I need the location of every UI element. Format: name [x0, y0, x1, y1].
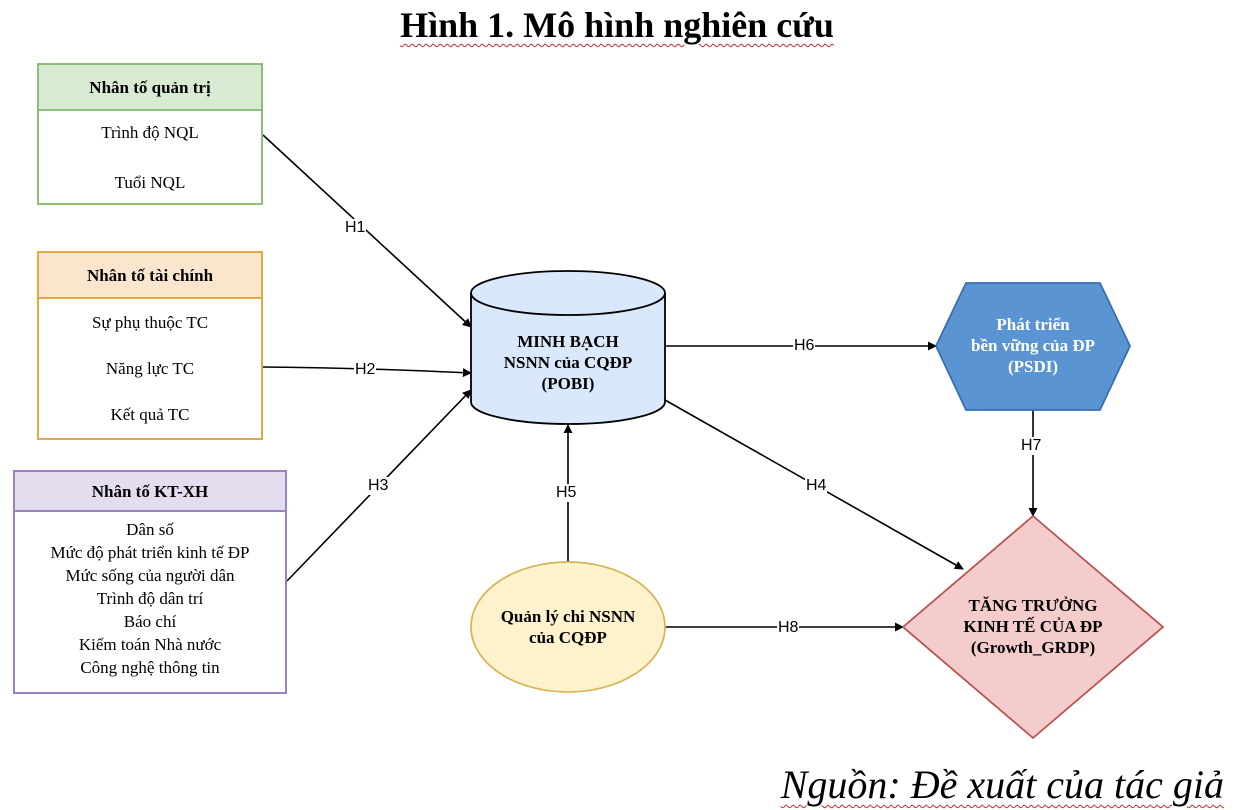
psdi-hexagon [935, 282, 1131, 411]
edge-label-h7: H7 [1020, 437, 1043, 455]
growth-diamond [901, 514, 1165, 740]
edge-label-h8: H8 [777, 619, 800, 637]
factor-item: Trình độ dân trí [96, 589, 204, 608]
pobi-label: MINH BẠCH NSNN của CQĐP (POBI) [503, 332, 633, 393]
box-governance-factors: Nhân tố quản trị Trình độ NQL Tuổi NQL [37, 63, 263, 205]
box-financial-factors: Nhân tố tài chính Sự phụ thuộc TC Năng l… [37, 251, 263, 440]
quanly-label: Quản lý chi NSNN của CQĐP [500, 607, 636, 647]
factor-item: Trình độ NQL [101, 123, 199, 142]
edge-label-h2: H2 [354, 361, 377, 379]
box-header: Nhân tố KT-XH [15, 472, 285, 512]
quanly-ellipse [470, 561, 666, 693]
factor-item: Sự phụ thuộc TC [91, 313, 209, 332]
factor-item: Kết quả TC [110, 405, 190, 424]
factor-item: Tuổi NQL [114, 173, 186, 192]
edge-label-h6: H6 [793, 337, 816, 355]
factor-item: Năng lực TC [105, 359, 195, 378]
figure-title: Hình 1. Mô hình nghiên cứu [400, 5, 834, 45]
factor-item: Báo chí [123, 612, 177, 631]
edge-label-h5: H5 [555, 484, 578, 502]
edge-label-h4: H4 [805, 477, 828, 495]
growth-label: TĂNG TRƯỞNG KINH TẾ CỦA ĐP (Growth_GRDP) [963, 596, 1103, 657]
edge-label-h1: H1 [344, 219, 367, 237]
box-header: Nhân tố quản trị [39, 65, 261, 111]
factor-item: Mức độ phát triển kinh tế ĐP [50, 543, 250, 562]
box-header: Nhân tố tài chính [39, 253, 261, 299]
edge-h1 [262, 134, 472, 328]
pobi-cylinder [470, 270, 666, 425]
factor-item: Dân số [126, 520, 174, 539]
factor-item: Mức sống của người dân [65, 566, 235, 585]
factor-item: Công nghệ thông tin [80, 658, 220, 677]
psdi-label: Phát triển bền vững của ĐP (PSDI) [970, 315, 1096, 376]
edge-label-h3: H3 [367, 477, 390, 495]
factor-item: Kiểm toán Nhà nước [78, 635, 222, 654]
source-note: Nguồn: Đề xuất của tác giả [780, 762, 1224, 807]
box-socioeconomic-factors: Nhân tố KT-XH Dân số Mức độ phát triển k… [13, 470, 287, 694]
